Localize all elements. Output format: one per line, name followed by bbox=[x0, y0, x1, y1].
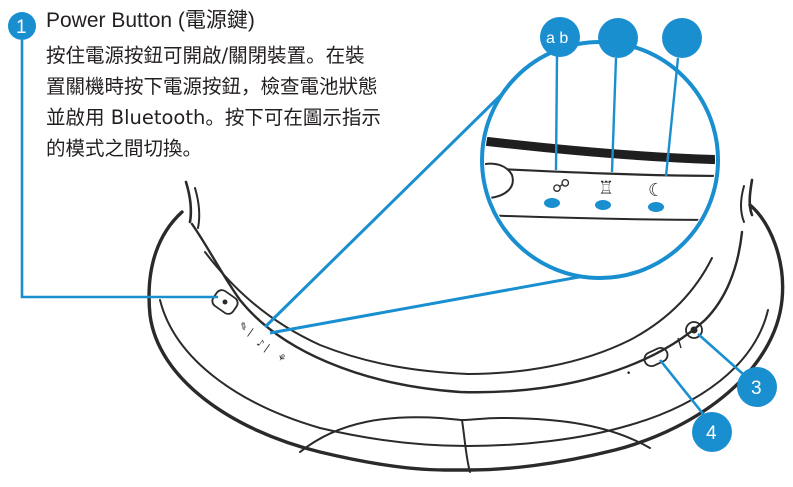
magnifier: ☍ ♖ ☾ bbox=[263, 40, 720, 335]
magnified-panel: ☍ ♖ ☾ bbox=[485, 135, 715, 221]
magnified-button bbox=[485, 162, 514, 200]
power-button-dot bbox=[222, 299, 228, 305]
callout-1-leader bbox=[20, 40, 218, 299]
right-control-panel: • bbox=[626, 321, 703, 379]
device-center-seam bbox=[461, 419, 471, 473]
power-button[interactable] bbox=[210, 288, 240, 317]
action-button[interactable] bbox=[685, 321, 703, 339]
callout-4-marker bbox=[692, 412, 732, 452]
led-icon-b: ♖ bbox=[598, 178, 614, 199]
magnifier-ray-lower bbox=[269, 273, 591, 335]
right-strap bbox=[748, 178, 754, 217]
magnified-edge-top bbox=[485, 135, 715, 165]
mode-icon-2: ♪ | bbox=[254, 337, 271, 353]
mode-icon-3: ⚘ bbox=[274, 351, 288, 365]
callout-1-text: Power Button (電源鍵) 按住電源按鈕可開啟/關閉裝置。在裝 置關機… bbox=[46, 8, 476, 164]
left-strap-inner bbox=[194, 187, 201, 229]
led-c bbox=[648, 202, 664, 212]
callout-1-description: 按住電源按鈕可開啟/關閉裝置。在裝 置關機時按下電源按鈕，檢查電池狀態 並啟用 … bbox=[46, 44, 381, 160]
led-icon-c: ☾ bbox=[648, 180, 664, 201]
magnifier-ray-upper bbox=[263, 91, 505, 329]
led-b bbox=[595, 200, 611, 210]
led-c-marker bbox=[662, 18, 702, 58]
callout-1-marker bbox=[8, 12, 36, 40]
led-a bbox=[544, 198, 560, 208]
action-button-center bbox=[690, 326, 698, 334]
led-callouts: a b bbox=[540, 17, 702, 177]
right-divider bbox=[677, 337, 682, 349]
left-strap bbox=[184, 180, 193, 224]
right-strap-inner bbox=[740, 185, 745, 223]
callout-1-number: 1 bbox=[16, 17, 27, 38]
left-control-panel: ✎ | ♪ | ⚘ bbox=[210, 288, 288, 366]
volume-button[interactable] bbox=[642, 346, 670, 369]
callout-3-marker bbox=[737, 367, 777, 407]
device-bottom-curve bbox=[299, 416, 651, 453]
callout-4-number: 4 bbox=[706, 423, 717, 444]
small-mark: • bbox=[626, 369, 631, 379]
device-inner-edge bbox=[190, 222, 744, 394]
callout-4-leader bbox=[658, 359, 710, 421]
led-b-leader bbox=[610, 57, 618, 173]
led-a-marker-label: a b bbox=[546, 30, 568, 47]
mode-icon-1: ✎ | bbox=[236, 320, 255, 338]
led-a-marker bbox=[540, 17, 580, 57]
device-lower-lip bbox=[159, 299, 769, 447]
led-b-marker bbox=[598, 18, 638, 58]
device-body bbox=[147, 178, 785, 473]
callout-1-title: Power Button (電源鍵) bbox=[46, 9, 255, 32]
device-outer-shell bbox=[147, 203, 785, 472]
led-c-leader bbox=[664, 57, 680, 177]
callout-3-number: 3 bbox=[751, 378, 762, 399]
led-a-leader bbox=[554, 55, 559, 171]
led-icon-a: ☍ bbox=[552, 176, 570, 197]
device-front-face bbox=[204, 251, 713, 375]
